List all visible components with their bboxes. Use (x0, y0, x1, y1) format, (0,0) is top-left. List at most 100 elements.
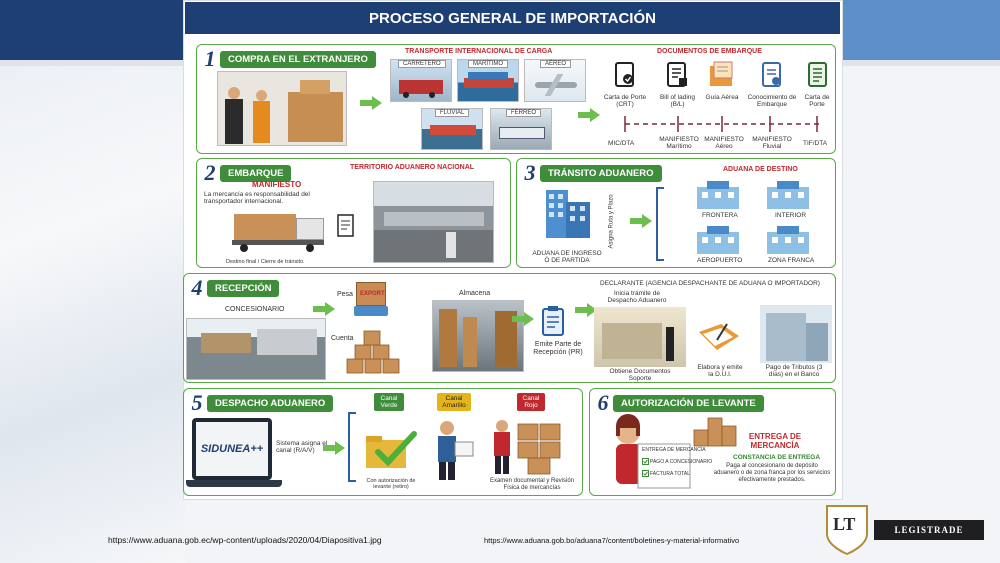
step-number: 2 (204, 160, 216, 185)
step-number: 5 (191, 390, 203, 415)
step-label: COMPRA EN EL EXTRANJERO (220, 50, 376, 68)
woman-with-document-icon (616, 414, 691, 489)
inspection-boxes-icon (494, 420, 561, 475)
manifest-text: La mercancía es responsabilidad del tran… (204, 191, 310, 206)
document-pen-icon (699, 323, 739, 350)
section-2-header: 2 EMBARQUE (200, 160, 292, 185)
examen-label: Examen documental y Revisión Física de m… (489, 478, 575, 491)
checkbox-icon (642, 458, 649, 465)
document-conocimiento-icon (762, 62, 781, 87)
mode-ferreo-label: FÉRREO (506, 109, 542, 117)
dest-label: FRONTERA (702, 212, 738, 219)
arrow-right-icon (575, 303, 597, 317)
step-number: 4 (191, 275, 203, 300)
export-box-label: EXPORT (360, 291, 385, 297)
customs-building-icon (546, 190, 590, 238)
step-label: AUTORIZACIÓN DE LEVANTE (613, 394, 764, 412)
manifest-label: MANIFIESTO Aéreo (704, 136, 744, 151)
section-3-header: 3 TRÁNSITO ADUANERO (520, 160, 662, 185)
doc-item: FACTURA TOTAL (650, 471, 691, 477)
arrow-right-icon (313, 302, 335, 316)
doc-label: Bill of lading (B/L) (659, 94, 696, 109)
mode-maritimo (457, 59, 519, 102)
checklist-icon (337, 214, 354, 237)
terminal-photo (373, 181, 494, 263)
slide-background (0, 0, 185, 563)
territory-title: TERRITORIO ADUANERO NACIONAL (350, 164, 475, 171)
doc-item: PAGO A CONCESIONARIO (650, 459, 713, 465)
scale-icon (354, 306, 388, 316)
building-interior-icon (767, 181, 809, 209)
manifest-title: MANIFIESTO (252, 180, 302, 189)
logo-name: LEGISTRADE (894, 525, 964, 535)
manifest-label: MANIFIESTO Marítimo (659, 136, 699, 151)
manifest-label: TIF/DTA (803, 140, 828, 147)
doc-label: Carta de Porte (CRT) (603, 94, 647, 109)
doc-title: ENTREGA DE MERCANCÍA (642, 447, 706, 453)
step-label: DESPACHO ADUANERO (207, 394, 334, 412)
folder-check-icon (366, 431, 417, 468)
logo-mark: LT (833, 514, 856, 534)
paga-label: Paga al concesionario de depósito aduane… (713, 463, 831, 483)
building-frontera-icon (697, 181, 739, 209)
step-number: 3 (524, 160, 536, 185)
manifest-label: MIC/DTA (608, 140, 635, 147)
checkbox-icon (642, 470, 649, 477)
declarante-label: DECLARANTE (AGENCIA DESPACHANTE DE ADUAN… (600, 280, 820, 287)
arrow-right-icon (578, 108, 600, 122)
laptop-screen: SIDUNEA++ (192, 418, 272, 480)
origin-customs-label: ADUANA DE INGRESO Ó DE PARTIDA (532, 250, 602, 265)
screen-text: SIDUNEA++ (200, 443, 264, 455)
mode-ferreo (490, 108, 552, 150)
mode-maritimo-label: MARÍTIMO (468, 60, 508, 68)
pesa-label: Pesa (337, 291, 353, 298)
step-label: RECEPCIÓN (207, 279, 280, 297)
arrow-right-icon (323, 441, 345, 455)
document-bl-icon (667, 62, 687, 87)
storage-photo (432, 300, 524, 372)
transport-title: TRANSPORTE INTERNACIONAL DE CARGA (405, 48, 553, 55)
document-guia-icon (710, 61, 733, 86)
canal-rojo-tag: Canal Rojo (517, 393, 545, 412)
export-box-icon (356, 282, 386, 306)
doc-label: Carta de Porte (804, 94, 830, 109)
docs-title: DOCUMENTOS DE EMBARQUE (657, 48, 762, 55)
section-1-header: 1 COMPRA EN EL EXTRANJERO (200, 46, 376, 71)
warehouse-photo (217, 71, 347, 146)
laptop-base (186, 480, 282, 487)
dest-label: ZONA FRANCA (768, 257, 815, 264)
bank-building-photo (760, 305, 832, 363)
route-label: Asigna Ruta y Plazo (608, 194, 615, 249)
constancia-label: CONSTANCIA DE ENTREGA (733, 454, 821, 461)
poster-title: PROCESO GENERAL DE IMPORTACIÓN (185, 2, 840, 34)
section-6-header: 6 AUTORIZACIÓN DE LEVANTE (593, 390, 764, 415)
section-5-header: 5 DESPACHO ADUANERO (187, 390, 334, 415)
canal-verde-tag: Canal Verde (374, 393, 404, 412)
arrow-right-icon (512, 312, 534, 326)
step-label: EMBARQUE (220, 164, 292, 182)
sistema-label: Sistema asigna el canal (R/A/V) (276, 440, 328, 455)
bracket (348, 412, 356, 482)
entrega-title: ENTREGA DE MERCANCÍA (748, 432, 802, 451)
building-aeropuerto-icon (697, 226, 739, 254)
destination-note: Destino final / Cierre de tránsito. (226, 259, 305, 265)
depot-photo (186, 318, 326, 380)
bracket (656, 187, 664, 261)
delivery-boxes-icon (693, 417, 737, 447)
source-url-left[interactable]: https://www.aduana.gob.ec/wp-content/upl… (108, 535, 382, 545)
arrow-right-icon (360, 96, 382, 110)
doc-label: Guía Aérea (705, 94, 739, 101)
step-label: TRÁNSITO ADUANERO (540, 164, 662, 182)
almacena-label: Almacena (459, 290, 491, 297)
pago-label: Pago de Tributos (3 días) en el Banco (765, 364, 823, 379)
arrow-right-icon (630, 214, 652, 228)
truck-image (230, 208, 330, 253)
logo-name-plate: LEGISTRADE (874, 520, 984, 540)
doc-label: Conocimiento de Embarque (747, 94, 797, 109)
slide-header-accent (840, 0, 1000, 60)
source-url-right[interactable]: https://www.aduana.gob.bo/aduana7/conten… (484, 536, 740, 545)
box-stack-icon (346, 330, 400, 374)
cuenta-label: Cuenta (331, 335, 354, 342)
emite-label: Emite Parte de Recepción (PR) (533, 341, 583, 357)
inspector-icon (438, 421, 474, 480)
